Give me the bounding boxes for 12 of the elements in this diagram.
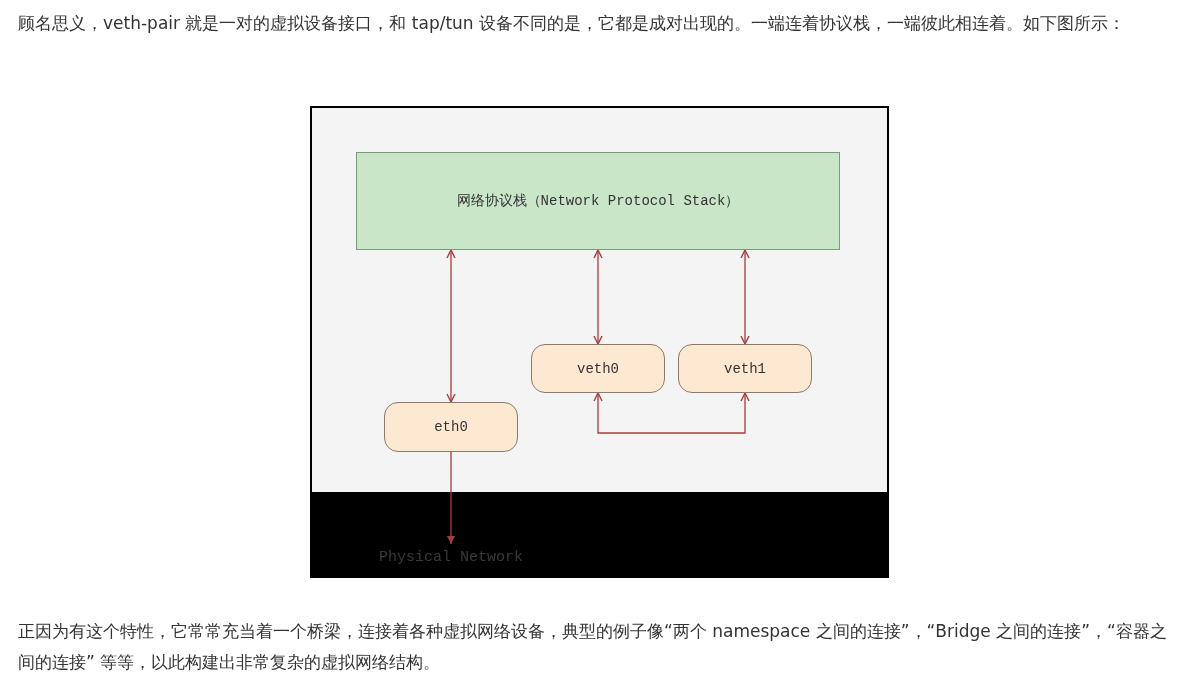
paragraph: 顾名思义，veth-pair 就是一对的虚拟设备接口，和 tap/tun 设备不同的是，它都是成对出现的。一端连着协议栈，一端彼此相连着。如下图所示： — [18, 12, 1127, 35]
arrow — [446, 249, 456, 403]
interface-box: veth0 — [531, 344, 665, 393]
network-label: Physical Network — [375, 546, 527, 568]
arrow — [447, 451, 455, 545]
arrow — [593, 249, 603, 345]
arrow — [593, 392, 750, 434]
interface-box: veth1 — [678, 344, 812, 393]
protocol-stack-box: 网络协议栈（Network Protocol Stack） — [356, 152, 840, 250]
arrow — [740, 249, 750, 345]
interface-box: eth0 — [384, 402, 518, 452]
paragraph: 正因为有这个特性，它常常充当着一个桥梁，连接着各种虚拟网络设备，典型的例子像“两个 namespace 之间的连接”，“Bridge 之间的连接”，“容器之间的连接” 等等，以此构建出非常复杂的虚拟网络结构。 — [18, 620, 1168, 674]
